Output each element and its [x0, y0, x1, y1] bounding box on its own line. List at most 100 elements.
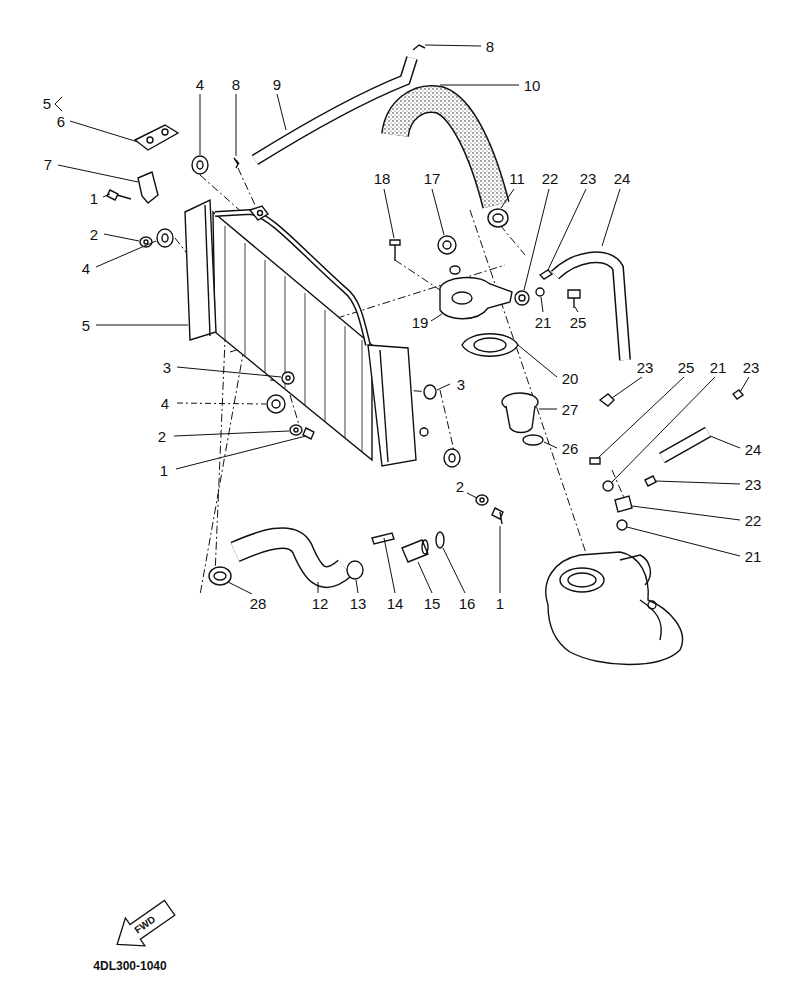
illustration-part	[492, 508, 503, 524]
illustration-part	[541, 297, 543, 312]
illustration-part	[662, 432, 708, 458]
illustration-part	[185, 200, 216, 340]
illustration-part	[488, 209, 508, 227]
illustration-part	[162, 234, 168, 242]
callout-number: 27	[561, 401, 580, 418]
illustration-part	[175, 168, 625, 595]
illustration-part	[390, 240, 400, 261]
illustration-part	[234, 158, 238, 168]
callout-number: 4	[160, 395, 170, 412]
illustration-part	[615, 496, 632, 512]
illustration-part	[147, 137, 153, 143]
illustration-part	[590, 458, 600, 464]
callout-number: 10	[523, 77, 542, 94]
callout-number: 2	[157, 428, 167, 445]
illustration-part	[157, 229, 173, 247]
illustration-part	[177, 367, 281, 377]
illustration-part	[710, 436, 740, 448]
illustration-part	[96, 325, 188, 326]
callout-number: 25	[569, 314, 588, 331]
illustration-part	[272, 400, 280, 408]
illustration-part	[384, 538, 395, 593]
illustration-part	[197, 161, 203, 169]
illustration-part	[449, 454, 455, 462]
illustration-part	[384, 189, 394, 238]
illustration-part	[598, 377, 684, 458]
illustration-part	[443, 241, 451, 249]
callout-number: 24	[744, 441, 763, 458]
illustration-part	[103, 194, 110, 197]
illustration-part	[58, 165, 138, 182]
callout-number: 1	[89, 190, 99, 207]
illustration-part	[285, 276, 286, 388]
illustration-part	[235, 538, 345, 577]
callout-number: 1	[159, 462, 169, 479]
illustration-part	[440, 390, 455, 455]
callout-number: 1	[495, 595, 505, 612]
callout-number: 24	[613, 170, 632, 187]
illustration-part	[656, 481, 740, 484]
callout-number: 3	[162, 359, 172, 376]
illustration-part	[177, 403, 266, 404]
illustration-part	[174, 431, 289, 436]
illustration-part	[215, 212, 368, 345]
illustration-part	[213, 212, 372, 460]
callout-number: 19	[411, 314, 430, 331]
illustration-part	[228, 582, 252, 594]
illustration-part	[518, 345, 557, 377]
illustration-part	[645, 476, 656, 486]
illustration-part	[501, 189, 514, 208]
callout-number: 23	[636, 359, 655, 376]
illustration-part	[612, 377, 642, 398]
illustration-part	[290, 425, 302, 435]
illustration-part	[200, 94, 201, 155]
illustration-part	[436, 532, 444, 548]
illustration-part	[236, 160, 239, 164]
illustration-part	[70, 121, 138, 142]
illustration-part	[368, 345, 416, 466]
illustration-part	[107, 894, 179, 959]
illustration-part	[568, 290, 580, 308]
illustration-part	[345, 326, 346, 438]
illustration-part	[318, 582, 319, 593]
callout-number: 11	[508, 170, 526, 187]
illustration-part	[192, 156, 208, 174]
illustration-part	[480, 498, 484, 502]
illustration-part	[575, 307, 578, 312]
illustration-part	[245, 243, 246, 356]
callout-number: 22	[744, 512, 763, 529]
drawing-code: 4DL300-1040	[92, 959, 167, 973]
illustration-part	[524, 189, 549, 290]
illustration-part	[431, 314, 442, 321]
callout-number: 21	[744, 548, 763, 565]
illustration-part	[440, 278, 512, 319]
callout-number: 28	[249, 595, 268, 612]
illustration-part	[612, 377, 715, 482]
illustration-part	[55, 45, 749, 958]
callout-number: 14	[386, 595, 405, 612]
illustration-part	[267, 395, 285, 413]
callout-number: 23	[579, 170, 598, 187]
callout-number: 20	[561, 370, 580, 387]
illustration-part	[380, 350, 388, 462]
callout-number: 2	[89, 226, 99, 243]
callout-number: 23	[744, 476, 763, 493]
illustration-part	[282, 372, 294, 384]
illustration-part	[236, 94, 237, 156]
illustration-part	[138, 172, 158, 203]
illustration-part	[347, 561, 363, 579]
callout-number: 21	[534, 314, 553, 331]
illustration-part	[372, 533, 394, 544]
illustration-part	[467, 493, 477, 498]
illustration-part	[640, 600, 661, 640]
illustration-part	[662, 432, 708, 458]
illustration-part	[422, 540, 428, 554]
callout-number: 8	[231, 76, 241, 93]
illustration-part	[418, 562, 432, 593]
illustration-part	[437, 384, 450, 390]
callout-number: 2	[455, 478, 465, 495]
illustration-part	[424, 385, 436, 399]
illustration-part	[539, 409, 557, 410]
illustration-part	[255, 58, 412, 160]
